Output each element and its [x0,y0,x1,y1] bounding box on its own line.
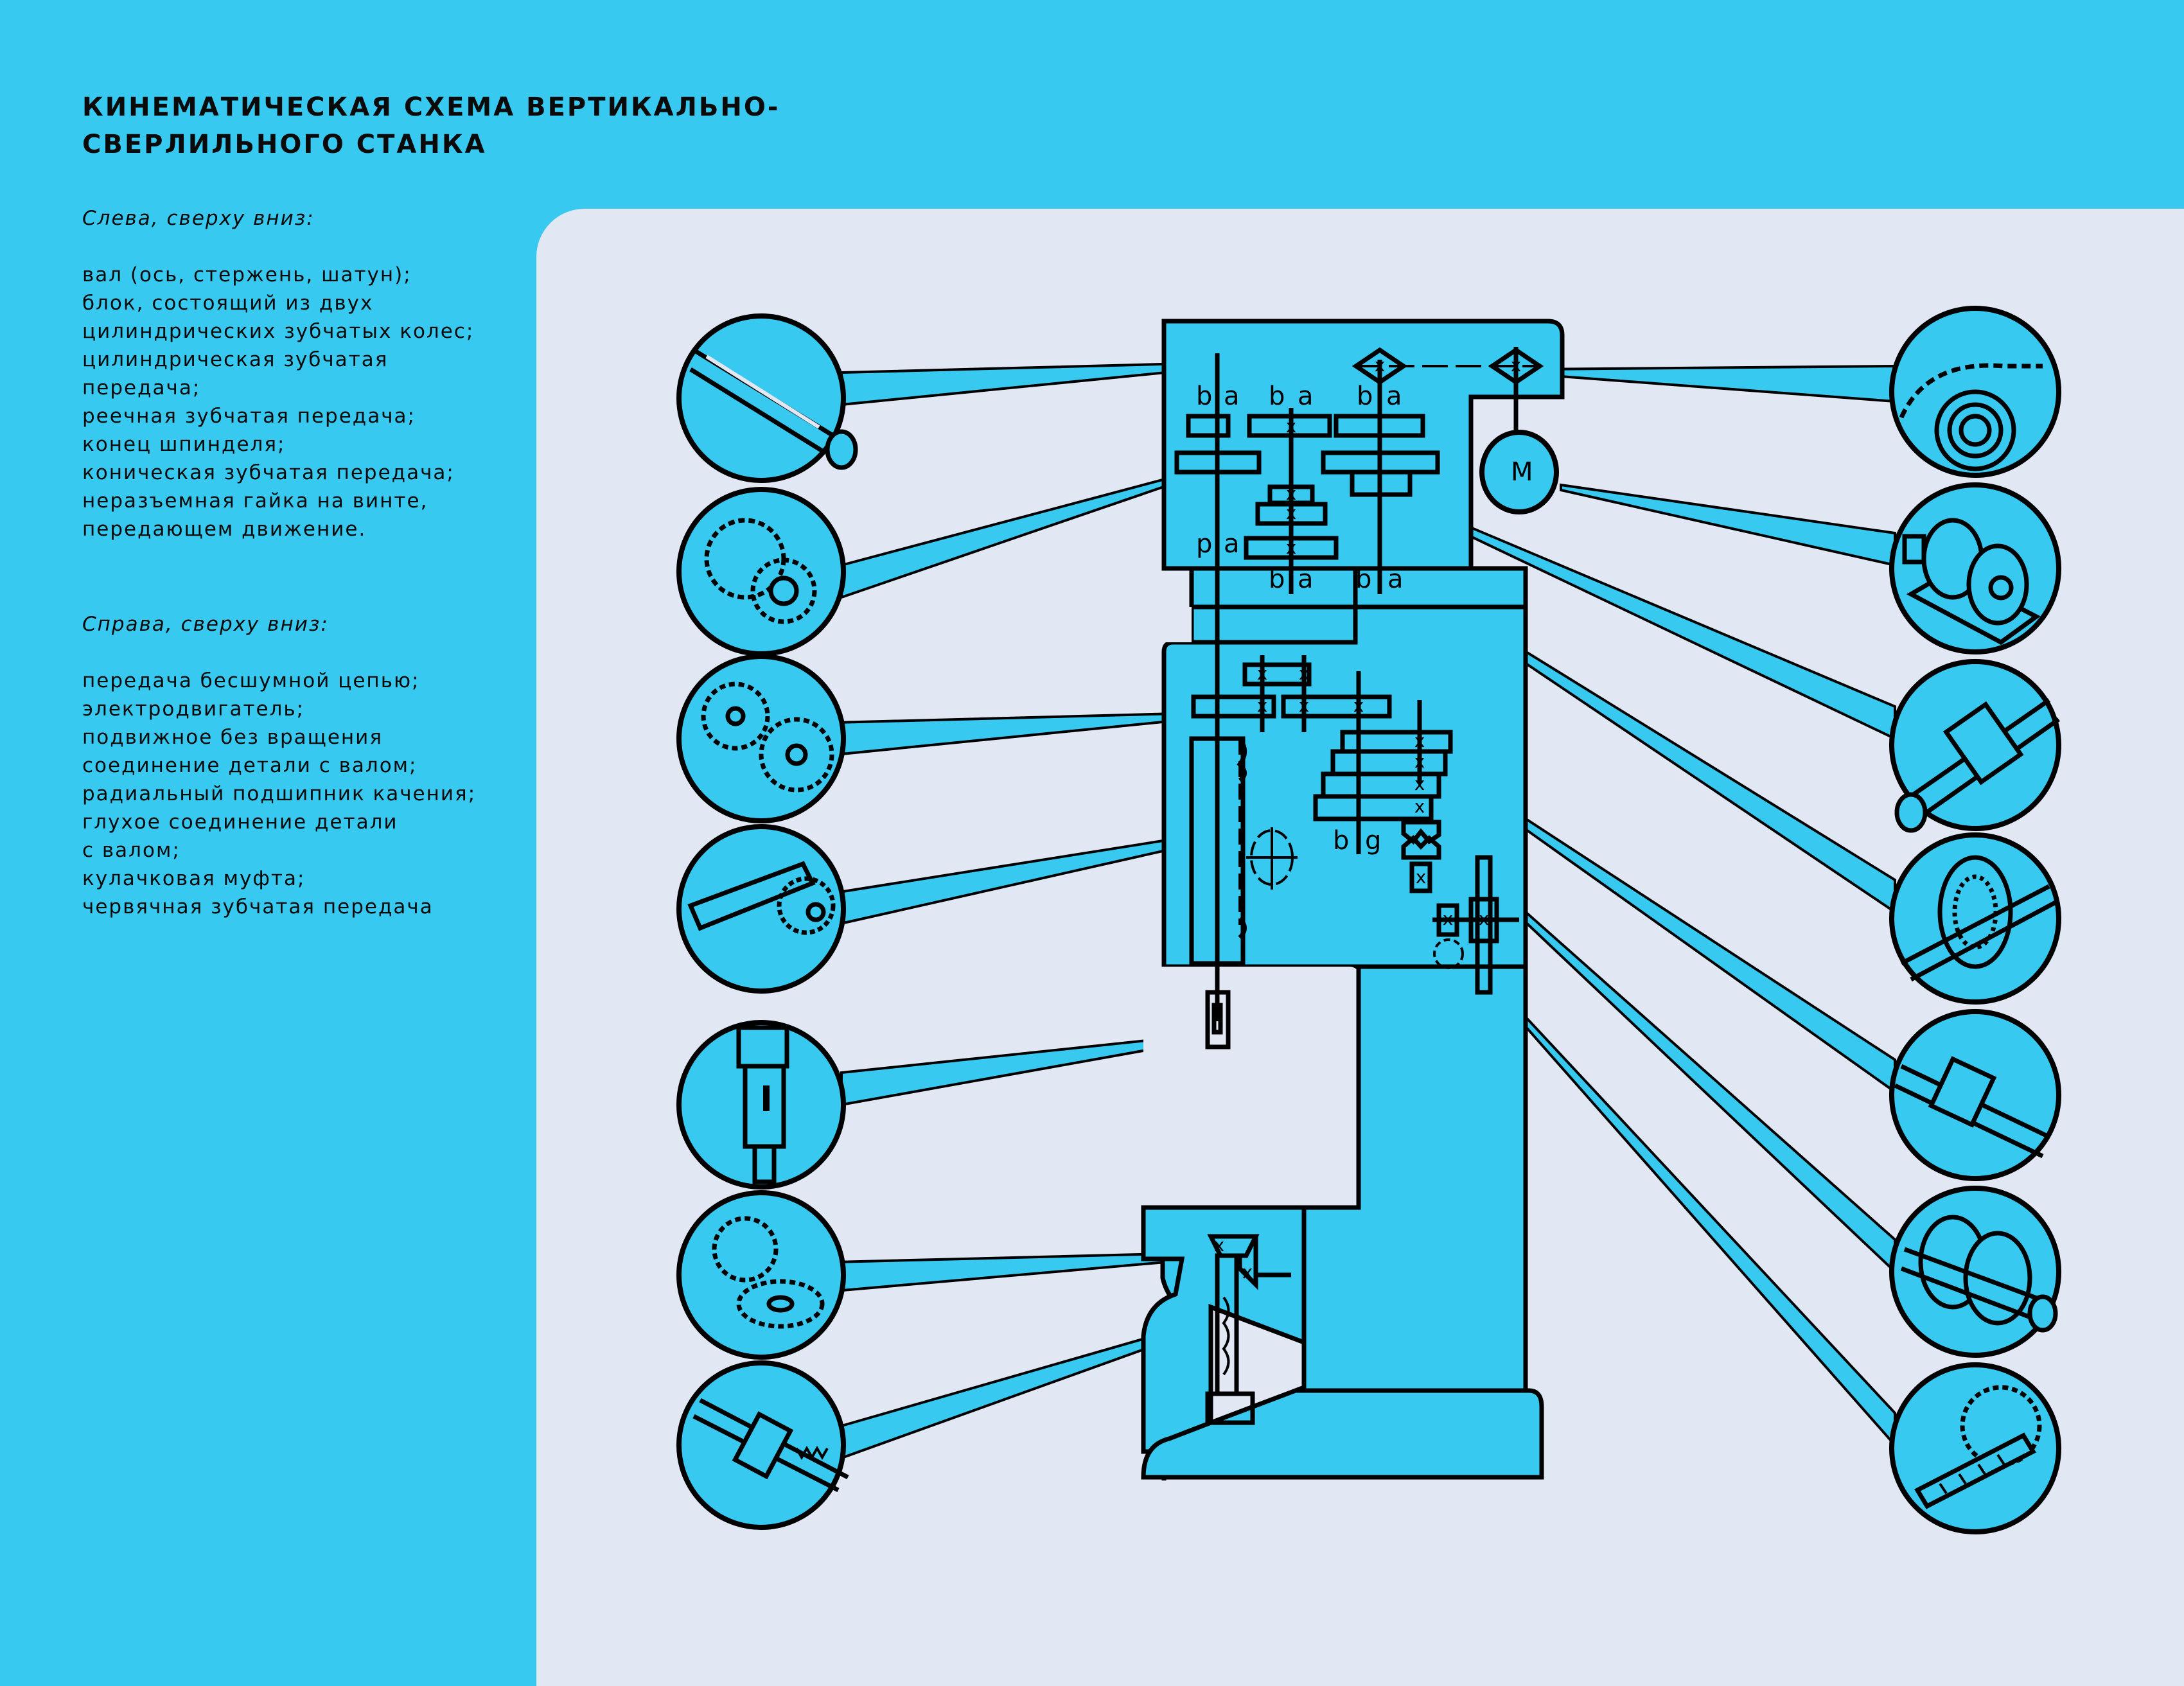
page-title: Кинематическая схема вертикально- сверли… [82,89,780,163]
gearbox-head [1161,319,1565,571]
bearing-label: g [1365,826,1381,856]
gear-mark: x [1443,908,1454,929]
gear-mark: x [1414,730,1425,751]
legend-left-line: передача; [82,376,201,400]
shaft-icon [676,313,858,483]
bevel-gear-icon [676,1190,846,1360]
bearing-label: a [1298,382,1314,411]
legend-left-line: вал (ось, стержень, шатун); [82,263,412,286]
legend-right: Справа, сверху вниз: передача бесшумной … [82,610,476,921]
bearing-label: a [1386,382,1402,411]
feed-mechanics [1189,655,1519,1425]
legend-left-line: неразъемная гайка на винте, [82,489,428,513]
callout-rays [834,361,1896,1460]
head-mechanics [1174,347,1559,1021]
motor-label: М [1511,457,1533,487]
throat [1143,967,1359,1207]
spur-gear-pair-icon [676,654,846,823]
gear-mark: x [1242,1261,1253,1283]
bearing-label: a [1298,565,1314,594]
spindle-end [1205,990,1231,1049]
electric-motor-icon [1889,482,2061,654]
sprocket-1 [1352,347,1408,385]
kinematic-diagram: .k { stroke:#000; stroke-width:7; fill:n… [676,306,2061,1534]
legend-left: Слева, сверху вниз: вал (ось, стержень, … [82,204,474,543]
radial-bearing-icon [1889,832,2061,1005]
gear-mark: x [1414,773,1425,795]
legend-right-line: кулачковая муфта; [82,867,306,890]
double-gear-block-icon [676,487,846,656]
gear-mark: x [1375,355,1386,376]
legend-left-line: конец шпинделя; [82,433,286,456]
sprocket-2 [1488,347,1544,385]
legend-right-line: подвижное без вращения [82,726,383,749]
bearing-label: b [1269,565,1285,594]
gear-mark: x [1416,866,1427,888]
bearing-label: b [1357,382,1373,411]
claw-clutch [1401,820,1441,845]
silent-chain-drive-icon [1889,306,2061,478]
diagram-labels: b a b a b a p a b a b a b g М x x x x x … [1196,355,1533,1283]
fixed-joint-icon [1889,1009,2061,1181]
bearing-label: a [1224,529,1240,559]
gear-mark: x [1511,355,1522,376]
legend-left-line: коническая зубчатая передача; [82,461,455,484]
bearing-label: a [1387,565,1404,594]
bearing-label: b [1355,565,1371,594]
ray-gear-block [840,470,1193,599]
left-callouts [676,313,858,1530]
rack-and-pinion-icon [676,824,846,994]
gear-mark: x [1286,416,1297,437]
bearing-label: b [1333,826,1349,856]
gear-mark: x [1414,796,1425,817]
bearing-label: a [1224,382,1240,411]
legend-left-line: цилиндрическая зубчатая [82,348,389,371]
sliding-key-joint-icon [1889,659,2061,833]
gear-mark: x [1257,695,1268,716]
legend-right-line: радиальный подшипник качения; [82,782,477,805]
legend-right-line: соединение детали с валом; [82,754,418,777]
claw-clutch-icon [1889,1186,2061,1358]
bearing-label: b [1196,382,1212,411]
title-line-1: Кинематическая схема вертикально- [82,92,780,122]
legend-right-line: глухое соединение детали [82,811,398,834]
gear-mark: x [1286,502,1297,523]
gear-mark: x [1214,1234,1225,1256]
legend-right-line: электродвигатель; [82,698,305,721]
gear-mark: x [1299,663,1310,684]
legend-right-heading: Справа, сверху вниз: [82,613,329,636]
motor [1479,430,1559,514]
worm-gear-icon [1889,1362,2061,1534]
gear-mark: x [1286,483,1297,504]
ray-motor [1560,483,1896,567]
gear-mark: x [1299,695,1310,716]
ray-chain [1534,364,1896,403]
legend-left-heading: Слева, сверху вниз: [82,207,315,230]
ray-spur-gear [834,711,1202,757]
bearing-label: p [1196,529,1212,559]
legend-right-line: передача бесшумной цепью; [82,669,420,692]
legend-left-line: реечная зубчатая передача; [82,405,416,428]
gear-mark: x [1479,908,1490,929]
bearing-label: b [1269,382,1285,411]
legend-right-line: с валом; [82,839,181,862]
legend-left-line: цилиндрических зубчатых колес; [82,320,475,343]
spindle-end-icon [676,1020,846,1190]
ray-shaft [840,361,1212,407]
legend-right-line: червячная зубчатая передача [82,895,434,918]
gear-mark: x [1257,663,1268,684]
gear-mark: x [1286,537,1297,558]
gear-mark: x [1353,695,1364,716]
gear-mark: x [1414,751,1425,772]
legend-left-line: передающем движение. [82,518,367,541]
title-line-2: сверлильного станка [82,130,487,159]
nut-on-screw-icon [676,1360,849,1530]
right-callouts [1889,306,2061,1534]
legend-left-line: блок, состоящий из двух [82,292,374,315]
